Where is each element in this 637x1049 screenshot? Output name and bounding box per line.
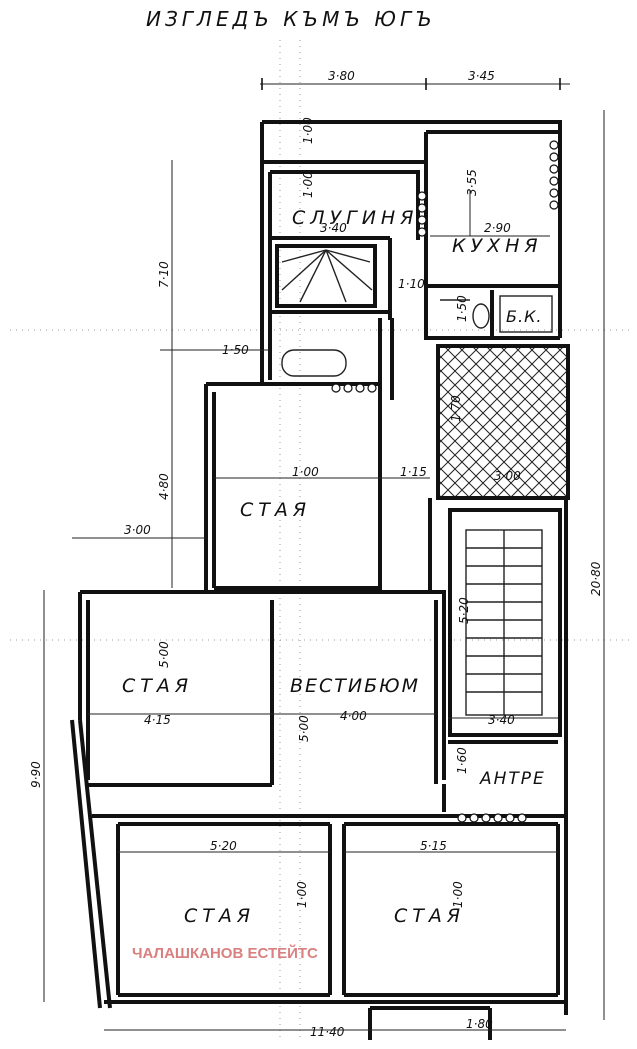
- stair-treads: [281, 249, 543, 716]
- room-label-slugina: СЛУГИНЯ: [292, 207, 418, 229]
- dim-480: 4·80: [157, 473, 171, 500]
- dim-290: 2·90: [484, 221, 511, 235]
- room-label-antre: АНТРЕ: [479, 769, 546, 789]
- room-label-staya-bottom-left: СТАЯ: [184, 905, 255, 927]
- dim-520: 5·20: [210, 839, 237, 853]
- dim-300-right: 3·00: [494, 469, 521, 483]
- room-label-vestibyum: ВЕСТИБЮМ: [290, 675, 420, 697]
- dim-150: 1·50: [455, 295, 469, 322]
- dim-415: 4·15: [144, 713, 171, 727]
- dim-top-left: 3·80: [328, 69, 355, 83]
- room-label-kuhnya: КУХНЯ: [452, 235, 543, 257]
- dim-500b: 5·00: [297, 715, 311, 742]
- dim-520-vert: 5·20: [457, 597, 471, 624]
- dim-160: 1·60: [455, 747, 469, 774]
- dim-110: 1·10: [398, 277, 425, 291]
- walls: [70, 120, 570, 1040]
- dim-300-left: 3·00: [124, 523, 151, 537]
- dimension-lines: [43, 78, 605, 1031]
- room-label-staya-bottom-right: СТАЯ: [394, 905, 465, 927]
- dim-100-bl: 1·00: [295, 881, 309, 908]
- dim-990: 9·90: [29, 761, 43, 788]
- dim-100-br: 1·00: [451, 881, 465, 908]
- dim-150b: 1·50: [222, 343, 249, 357]
- wc-box: [499, 295, 553, 333]
- dim-340: 3·40: [320, 221, 347, 235]
- dim-100-top: 1·00: [301, 117, 315, 144]
- dim-355: 3·55: [465, 169, 479, 196]
- dim-170: 1·70: [449, 395, 463, 422]
- dim-top-right: 3·45: [468, 69, 495, 83]
- dim-710: 7·10: [157, 261, 171, 288]
- room-label-wc: Б.К.: [506, 307, 543, 326]
- dimension-values: 3·80 3·45 1·00 1·00 3·55 3·40 2·90 7·10 …: [29, 69, 603, 1039]
- bathtub: [281, 349, 347, 377]
- drawing-title: ИЗГЛЕДЪ КЪМЪ ЮГЪ: [146, 7, 436, 31]
- scan-noise: [10, 40, 630, 1040]
- room-label-staya-left: СТАЯ: [122, 675, 193, 697]
- dim-100-mid: 1·00: [292, 465, 319, 479]
- dim-115-mid: 1·15: [400, 465, 427, 479]
- dim-100-slug: 1·00: [301, 171, 315, 198]
- dim-515: 5·15: [420, 839, 447, 853]
- toilet: [472, 303, 490, 329]
- room-label-staya-center: СТАЯ: [240, 499, 311, 521]
- dim-340b: 3·40: [488, 713, 515, 727]
- dim-400: 4·00: [340, 709, 367, 723]
- light-well-hatch: [440, 348, 566, 496]
- fixtures: [281, 140, 559, 823]
- dim-500: 5·00: [157, 641, 171, 668]
- dim-180: 1·80: [466, 1017, 493, 1031]
- watermark: ЧАЛАШКАНОВ ЕСТЕЙТС: [132, 944, 318, 962]
- dim-2080: 20·80: [589, 561, 603, 596]
- dim-1140: 11·40: [310, 1025, 345, 1039]
